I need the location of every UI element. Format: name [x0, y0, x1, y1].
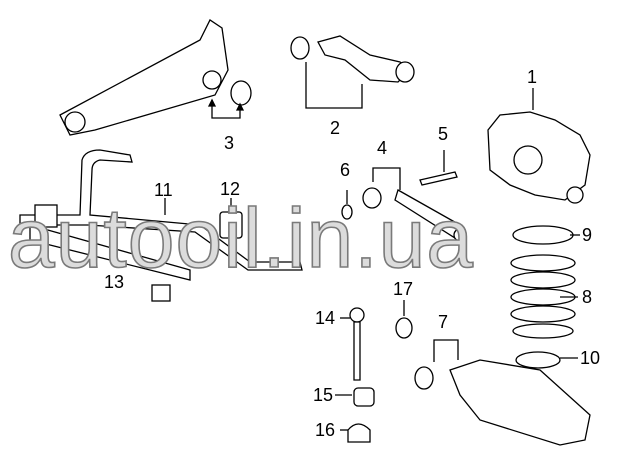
callout-7: 7: [438, 312, 449, 332]
bushing-17: [395, 317, 413, 339]
bushing-7: [414, 366, 434, 390]
lower-arm: [449, 359, 591, 446]
nut-6: [341, 204, 353, 220]
callout-4: 4: [377, 138, 388, 158]
bushing-2: [290, 36, 310, 60]
callout-8: 8: [582, 287, 593, 307]
callout-2: 2: [330, 118, 341, 138]
callout-3: 3: [224, 133, 235, 153]
callout-9: 9: [582, 225, 593, 245]
stabilizer-link: [353, 321, 361, 381]
callout-17: 17: [393, 279, 414, 299]
watermark: autooil.in.ua: [7, 190, 475, 286]
bolt-5: [419, 171, 458, 186]
callout-14: 14: [315, 308, 336, 328]
spring-seat-9: [512, 225, 574, 245]
crossmember: [29, 224, 191, 281]
bushing-16: [347, 423, 371, 443]
callout-15: 15: [313, 385, 334, 405]
callout-10: 10: [580, 348, 601, 368]
callout-6: 6: [340, 160, 351, 180]
callout-11: 11: [154, 180, 173, 200]
callout-13: 13: [104, 272, 125, 292]
trailing-arm: [59, 19, 229, 136]
stabilizer-bar: [19, 149, 303, 271]
bushing-15: [353, 387, 375, 407]
callout-5: 5: [438, 124, 449, 144]
callout-12: 12: [220, 179, 241, 199]
spring-seat-10: [515, 351, 561, 369]
callout-1: 1: [527, 67, 538, 87]
bushing-3: [230, 80, 252, 106]
callout-16: 16: [315, 420, 336, 440]
